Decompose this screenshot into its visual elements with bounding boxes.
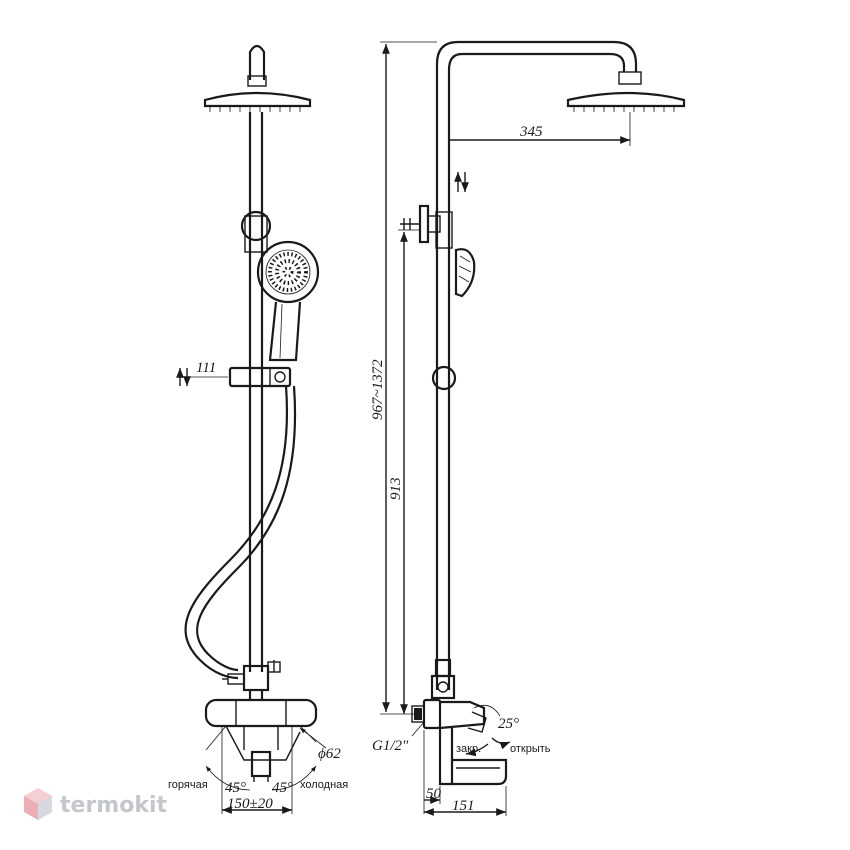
slide-travel-dimension: [176, 368, 228, 386]
front-bracket-sleeve: [244, 215, 268, 253]
connection-leader: [411, 721, 425, 737]
side-diverter: [430, 658, 456, 700]
lever-angle-arc: [473, 704, 501, 717]
hot-label: горячая: [168, 779, 208, 791]
centers-dimension: [221, 726, 293, 814]
total-height-label: 967~1372: [370, 359, 386, 420]
angle-right-label: 45°: [272, 780, 293, 796]
wall-offset-dimension: [423, 730, 441, 814]
wall-offset-label: 50: [426, 786, 442, 802]
connection-label: G1/2": [372, 738, 409, 754]
side-slider: [431, 365, 457, 391]
front-diverter: [222, 660, 281, 700]
angle-left-label: 45°: [225, 780, 246, 796]
side-wall-bracket: [400, 204, 453, 249]
head-arm-dimension: [449, 112, 631, 146]
front-head-connector: [247, 75, 267, 87]
closed-label: закр.: [456, 743, 481, 755]
handle-diameter-leader: [299, 727, 327, 749]
angle-left-arc: [205, 765, 251, 791]
closed-direction-arrow: [465, 743, 489, 757]
front-wall-bracket: [240, 210, 272, 242]
angle-right-arc: [271, 765, 317, 791]
centers-label: 150±20: [227, 796, 273, 812]
bracket-height-label: 913: [388, 478, 404, 501]
side-head-connector: [618, 71, 642, 85]
front-view: 111: [168, 44, 348, 814]
slide-travel-label: 111: [196, 360, 216, 376]
termokit-watermark: termokit: [24, 788, 167, 820]
front-mixer-body: [204, 698, 318, 782]
side-mixer-body: [411, 698, 508, 786]
front-rain-shower-head: [203, 91, 312, 112]
termokit-logo-icon: [24, 788, 52, 820]
side-hand-shower: [454, 248, 476, 298]
watermark-text: termokit: [60, 793, 167, 818]
side-view: 345 913 967~1372: [370, 40, 686, 816]
side-gooseneck-outer: [435, 40, 638, 690]
cold-label: холодная: [300, 779, 348, 791]
front-shower-hose: [184, 385, 288, 680]
open-direction-arrow: [491, 737, 511, 750]
head-arm-label: 345: [519, 124, 543, 140]
front-hand-shower: [256, 240, 320, 362]
open-label: открыть: [510, 743, 551, 755]
depth-dimension: [424, 786, 507, 816]
front-slider: [228, 366, 292, 388]
handle-diameter-label: ϕ62: [318, 746, 341, 762]
total-height-dimension: [380, 41, 437, 715]
side-gooseneck-inner: [447, 52, 626, 690]
front-top-pipe-cap: [248, 44, 266, 80]
bracket-height-dimension: [398, 229, 420, 714]
depth-label: 151: [452, 798, 475, 814]
side-rain-shower-head: [566, 91, 686, 112]
lever-angle-label: 25°: [498, 716, 519, 732]
